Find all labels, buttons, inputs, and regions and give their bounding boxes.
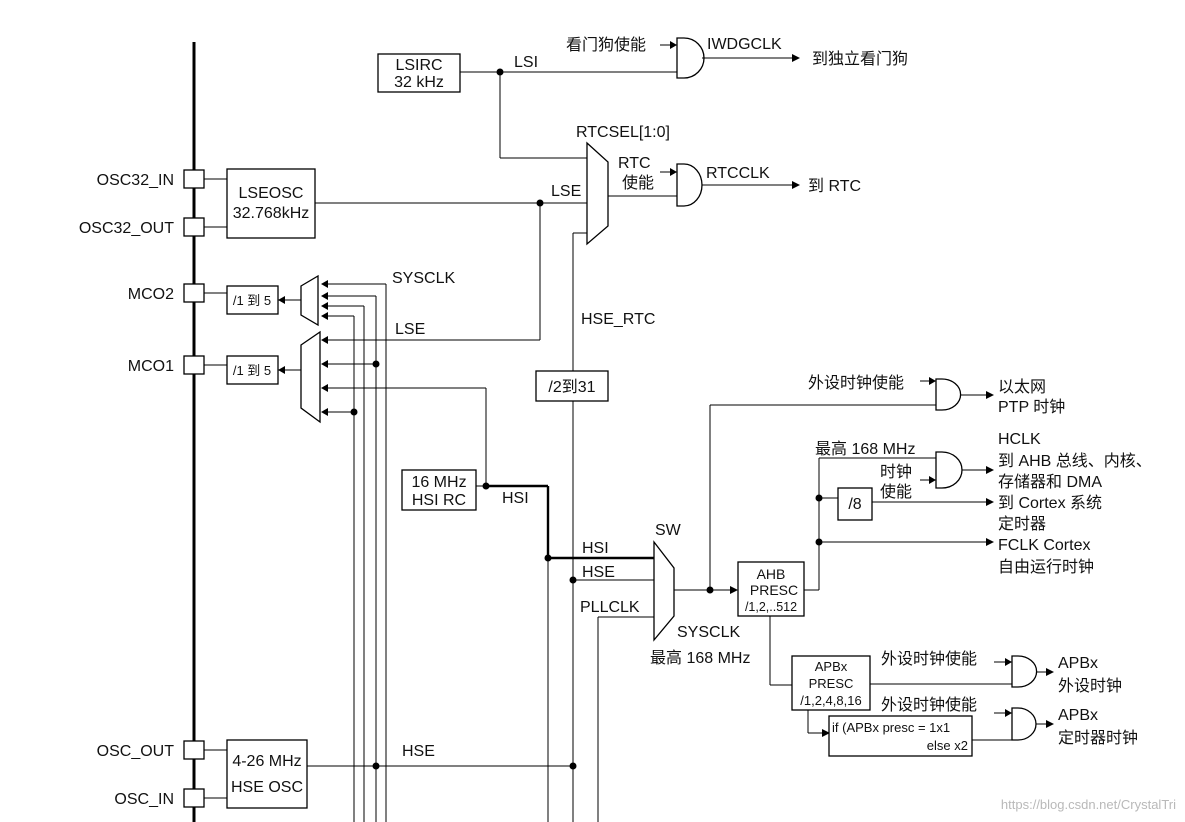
pin-osc-in: OSC_IN [114, 788, 205, 808]
lse-mco-label: LSE [395, 321, 425, 338]
apb-label-3: /1,2,4,8,16 [800, 693, 861, 708]
apbx-periph-label-2: 外设时钟 [1058, 677, 1122, 695]
rtc-divider-label: /2到31 [548, 378, 595, 396]
pin-osc32-out: OSC32_OUT [79, 217, 205, 237]
ahb-label-3: /1,2,..512 [745, 600, 797, 614]
rtc-enable-label-1: RTC [618, 155, 651, 172]
lseosc-label-1: LSEOSC [239, 185, 304, 202]
mco1-divider: /1 到 5 [226, 355, 279, 385]
mco1-divider-label: /1 到 5 [233, 363, 271, 378]
hsirc-label-1: 16 MHz [411, 474, 466, 491]
ahb-label-1: AHB [757, 566, 786, 582]
lsirc-label-2: 32 kHz [394, 74, 444, 91]
pin-mco2: MCO2 [128, 283, 205, 303]
sw-label: SW [655, 522, 682, 539]
periph-en-apb2-label: 外设时钟使能 [881, 696, 977, 714]
max168-ahb-label: 最高 168 MHz [815, 440, 915, 458]
fclk-label-1: FCLK Cortex [998, 537, 1090, 554]
pin-mco2-label: MCO2 [128, 286, 174, 303]
hsirc-block: 16 MHz HSI RC [401, 469, 477, 511]
eth-label-1: 以太网 [998, 378, 1046, 396]
to-iwdg-label: 到独立看门狗 [812, 50, 908, 68]
lse-label: LSE [551, 183, 581, 200]
pin-osc32-in-label: OSC32_IN [97, 172, 174, 189]
pin-mco1: MCO1 [128, 355, 205, 375]
lsirc-label-1: LSIRC [395, 57, 442, 74]
iwdg-and-gate [676, 37, 705, 79]
hclk-label: HCLK [998, 431, 1041, 448]
pin-osc-out: OSC_OUT [97, 740, 205, 760]
ahb-prescaler: AHB PRESC /1,2,..512 [737, 561, 805, 617]
apb-periph-and-gate [1011, 655, 1038, 688]
hseosc-label-1: 4-26 MHz [232, 753, 301, 770]
rtc-enable-label-2: 使能 [622, 174, 654, 192]
apb-label-2: PRESC [809, 676, 854, 691]
to-rtc-label: 到 RTC [808, 177, 861, 195]
pin-mco1-label: MCO1 [128, 358, 174, 375]
hsi-label: HSI [502, 490, 529, 507]
clk-en-label-1: 时钟 [880, 463, 912, 481]
lseosc-block: LSEOSC 32.768kHz [226, 168, 316, 239]
rtc-and-gate [676, 163, 703, 207]
pin-osc-out-label: OSC_OUT [97, 743, 175, 760]
mco2-mux [300, 274, 319, 327]
hseosc-block: 4-26 MHz HSE OSC [226, 739, 308, 809]
hse-rtc-label: HSE_RTC [581, 311, 655, 328]
cortex-label-1: 到 Cortex 系统 [998, 494, 1102, 512]
clk-en-label-2: 使能 [880, 483, 912, 501]
mco1-mux [300, 330, 321, 424]
ahb-label-2: PRESC [750, 582, 798, 598]
timer-multiplier-block: if (APBx presc = 1x1 else x2 [828, 715, 973, 757]
sysclk-mco-label: SYSCLK [392, 270, 455, 287]
timer-mult-label-1: if (APBx presc = 1x1 [832, 720, 950, 735]
periph-en-apb1-label: 外设时钟使能 [881, 650, 977, 668]
eth-ptp-and-gate [935, 378, 962, 411]
div8-label: /8 [848, 496, 861, 513]
pllclk-label: PLLCLK [580, 599, 640, 616]
lseosc-label-2: 32.768kHz [233, 205, 310, 222]
hclk-desc-1: 到 AHB 总线、内核、 [998, 452, 1152, 470]
apbx-timer-label-1: APBx [1058, 707, 1098, 724]
mco2-divider: /1 到 5 [226, 285, 279, 315]
lsirc-block: LSIRC 32 kHz [377, 53, 461, 93]
apbx-periph-label-1: APBx [1058, 655, 1098, 672]
lsi-label: LSI [514, 54, 538, 71]
hsi-sw-label: HSI [582, 540, 609, 557]
div8-block: /8 [837, 487, 873, 521]
sysclk-label: SYSCLK [677, 624, 740, 641]
fclk-label-2: 自由运行时钟 [998, 558, 1094, 576]
iwdg-enable-label: 看门狗使能 [566, 36, 646, 54]
apb-timer-and-gate [1011, 707, 1037, 741]
periph-en-eth-label: 外设时钟使能 [808, 374, 904, 392]
mco2-divider-label: /1 到 5 [233, 293, 271, 308]
rtcsel-label: RTCSEL[1:0] [576, 124, 670, 141]
timer-mult-label-2: else x2 [927, 738, 968, 753]
hse-sw-label: HSE [582, 564, 615, 581]
apb-label-1: APBx [815, 659, 848, 674]
hsirc-label-2: HSI RC [412, 492, 466, 509]
sw-mux [653, 540, 675, 642]
max168-sysclk-label: 最高 168 MHz [650, 649, 750, 667]
iwdgclk-label: IWDGCLK [707, 36, 782, 53]
pin-osc32-out-label: OSC32_OUT [79, 220, 174, 237]
hclk-desc-2: 存储器和 DMA [998, 473, 1102, 491]
rtcclk-label: RTCCLK [706, 165, 770, 182]
apbx-timer-label-2: 定时器时钟 [1058, 729, 1138, 747]
rtc-divider: /2到31 [535, 370, 609, 402]
pin-osc32-in: OSC32_IN [97, 169, 205, 189]
hclk-and-gate [935, 451, 963, 489]
cortex-label-2: 定时器 [998, 515, 1046, 533]
watermark: https://blog.csdn.net/CrystalTri [1001, 797, 1176, 812]
eth-label-2: PTP 时钟 [998, 398, 1065, 416]
pin-osc-in-label: OSC_IN [114, 791, 174, 808]
rtc-mux [586, 141, 609, 246]
apb-prescaler: APBx PRESC /1,2,4,8,16 [791, 655, 871, 711]
hse-label: HSE [402, 743, 435, 760]
hseosc-label-2: HSE OSC [231, 779, 303, 796]
